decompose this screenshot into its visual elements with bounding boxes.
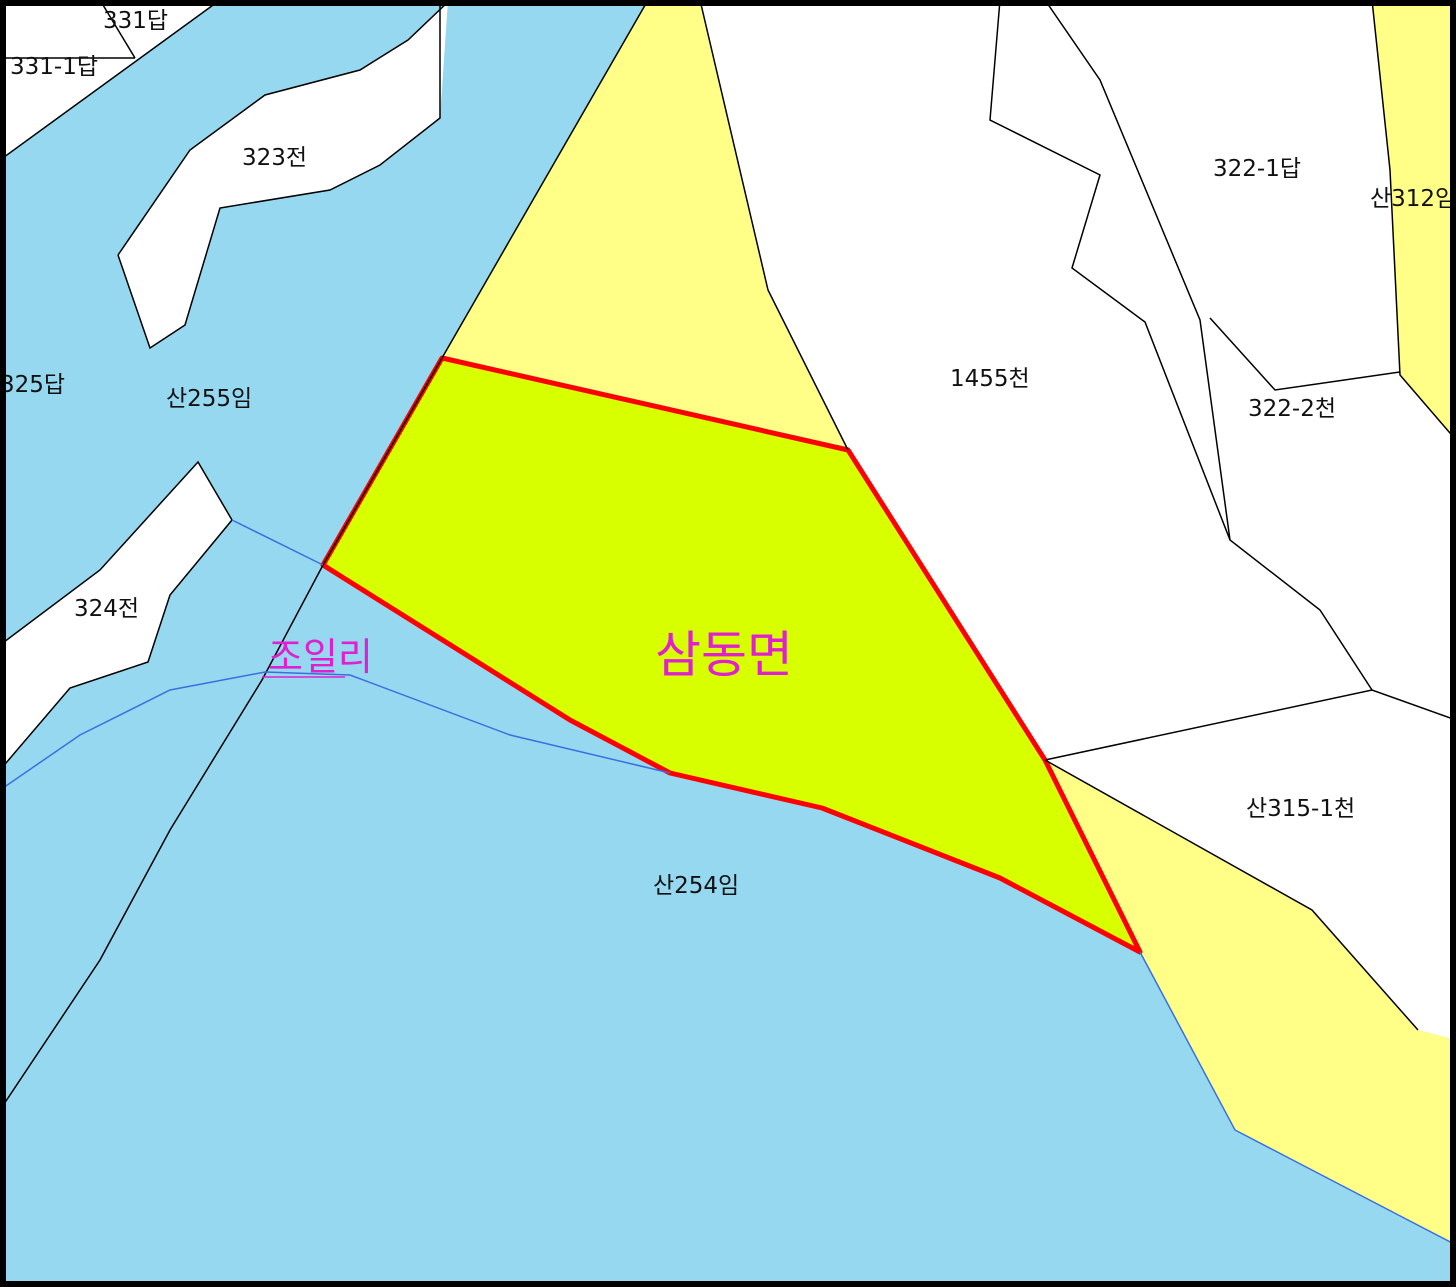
parcel-area-323[interactable] — [118, 0, 450, 348]
parcel-label: 산255임 — [166, 386, 252, 412]
parcel-label: 331답 — [103, 8, 168, 34]
parcel-label: 산315-1천 — [1246, 796, 1355, 822]
region-label-jo-il-ri: 조일리 — [268, 635, 373, 679]
parcel-label: 322-1답 — [1213, 156, 1301, 182]
parcel-label: 324전 — [74, 596, 139, 622]
parcel-label: 산254임 — [653, 873, 739, 899]
parcel-area-1455[interactable] — [648, 0, 1456, 760]
highlighted-parcel[interactable] — [320, 355, 1143, 955]
parcel-label: 325답 — [0, 372, 65, 398]
parcel-label: 331-1답 — [10, 54, 98, 80]
parcel-area-san312[interactable] — [1372, 0, 1456, 440]
parcel-area-yellow-south[interactable] — [1045, 760, 1456, 1245]
parcel-label: 산312임 — [1370, 186, 1456, 212]
parcel-label: 323전 — [242, 145, 307, 171]
parcel-area-san315-1[interactable] — [1045, 690, 1456, 1040]
parcel-label: 1455천 — [950, 366, 1030, 392]
parcel-label: 322-2천 — [1248, 396, 1336, 422]
administrative-boundary — [0, 519, 1456, 1246]
parcel-area-324[interactable] — [0, 462, 232, 770]
region-label-samdong-myeon: 삼동면 — [655, 626, 793, 684]
parcel-area-yellow-north[interactable] — [442, 0, 848, 450]
parcel-lines — [0, 0, 1456, 1111]
